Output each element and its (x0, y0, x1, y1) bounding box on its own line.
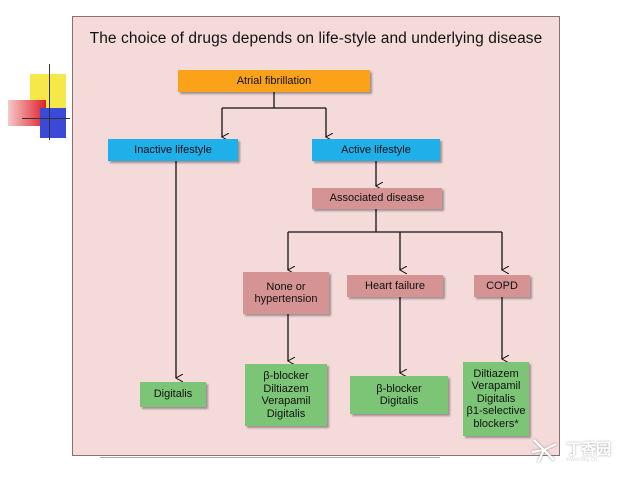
decorative-vertical-line (49, 64, 50, 140)
node-atrial-fibrillation: Atrial fibrillation (178, 70, 370, 92)
node-copd-label: COPD (486, 279, 518, 292)
node-active-lifestyle-label: Active lifestyle (341, 143, 411, 156)
node-associated-disease: Associated disease (312, 188, 442, 209)
watermark-url: www.dxy.cn (566, 457, 598, 463)
node-copd: COPD (474, 275, 530, 297)
drugs-heart-failure: β-blocker Digitalis (350, 376, 448, 414)
node-active-lifestyle: Active lifestyle (312, 139, 440, 161)
node-associated-disease-label: Associated disease (329, 192, 425, 205)
drug-item: β-blocker (263, 370, 309, 382)
drug-item: Verapamil (471, 380, 521, 393)
decorative-red-square (8, 100, 46, 126)
drug-item: Digitalis (379, 395, 419, 407)
node-heart-failure-label: Heart failure (365, 279, 425, 292)
drug-item: Digitalis (266, 407, 306, 420)
node-atrial-fibrillation-label: Atrial fibrillation (236, 74, 312, 87)
slide-divider (100, 457, 440, 458)
drug-item: β1-selective (466, 405, 526, 418)
node-none-label-line-1: None or (266, 280, 306, 293)
node-inactive-lifestyle-label: Inactive lifestyle (134, 143, 212, 156)
watermark-logo-icon (531, 439, 557, 463)
drug-item: Digitalis (153, 388, 193, 401)
watermark-text: 丁香园 (566, 441, 612, 458)
drugs-inactive: Digitalis (140, 382, 206, 407)
decorative-blue-square (40, 108, 66, 138)
drug-item: Diltiazem (473, 367, 519, 380)
node-inactive-lifestyle: Inactive lifestyle (108, 139, 238, 161)
node-heart-failure: Heart failure (347, 275, 443, 297)
drug-item: β-blocker (376, 382, 422, 395)
diagram-title: The choice of drugs depends on life-styl… (89, 30, 543, 47)
decorative-horizontal-line (22, 118, 70, 119)
drug-item: blockers* (473, 417, 519, 430)
drug-item: Diltiazem (263, 382, 309, 395)
drugs-copd: Diltiazem Verapamil Digitalis β1-selecti… (463, 362, 529, 436)
drug-item: Digitalis (476, 392, 516, 405)
drug-item: Verapamil (261, 395, 311, 407)
node-none-label-line-2: hypertension (254, 293, 318, 305)
node-none-or-hypertension: None or hypertension (243, 272, 329, 314)
drugs-none-or-hypertension: β-blocker Diltiazem Verapamil Digitalis (245, 364, 327, 426)
